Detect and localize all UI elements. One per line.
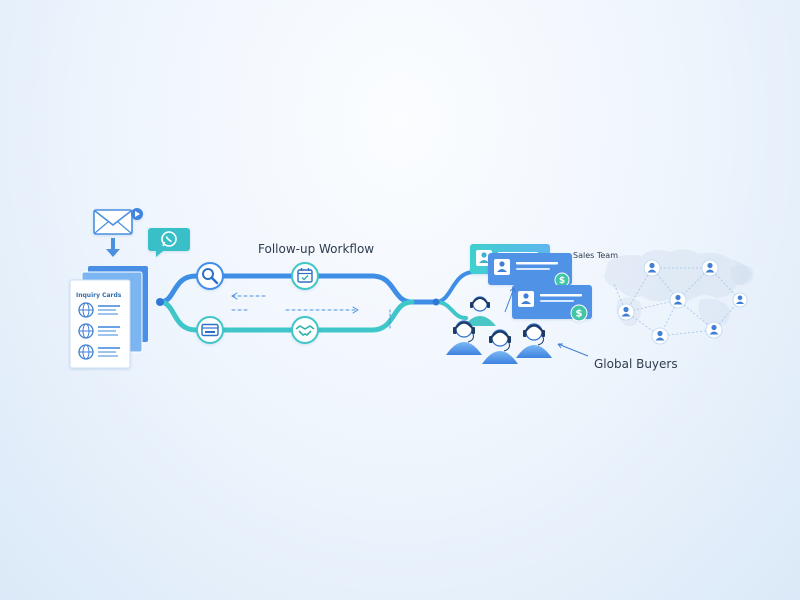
dollar-icon: $ (554, 272, 570, 288)
junction-dot (156, 298, 164, 306)
dollar-icon: $ (570, 304, 588, 322)
buyer-person-icon (701, 259, 719, 277)
global-buyers-label: Global Buyers (594, 357, 678, 371)
svg-text:$: $ (559, 276, 565, 286)
search-icon (196, 262, 224, 290)
headset-agent-icon (446, 320, 482, 355)
workflow-path-to-cards (434, 270, 482, 304)
sales-card: $ (488, 253, 572, 288)
buyer-person-icon (651, 327, 669, 345)
sales-card: $ (512, 285, 592, 322)
buyer-person-icon (732, 292, 748, 308)
workflow-path-to-team (434, 300, 468, 320)
inquiry-cards-stack (69, 266, 148, 369)
browser-window-icon (196, 316, 224, 344)
inquiry-card-row (78, 323, 120, 339)
team-to-cards-arrow (504, 287, 516, 313)
inquiry-card-row (78, 302, 120, 318)
headset-agent-icon (464, 296, 496, 326)
whatsapp-icon (148, 228, 190, 257)
sales-team-agents (446, 296, 552, 364)
handshake-icon (291, 316, 319, 344)
workflow-path-upper (157, 273, 439, 305)
headset-agent-icon (516, 323, 552, 358)
buyer-person-icon (705, 321, 723, 339)
calendar-check-icon (291, 262, 319, 290)
email-icon (93, 208, 143, 235)
workflow-title: Follow-up Workflow (258, 242, 375, 256)
buyer-person-icon (617, 303, 635, 321)
buyers-arrow (557, 343, 589, 357)
junction-dot (432, 298, 440, 306)
inquiry-cards-label: Inquiry Cards (76, 292, 122, 299)
svg-text:$: $ (576, 309, 583, 320)
sales-team-label: Sales Team (573, 251, 618, 260)
buyer-person-icon (669, 291, 687, 309)
down-arrow-icon (106, 238, 120, 257)
inquiry-card-row (78, 344, 120, 360)
workflow-path-lower (157, 299, 415, 333)
buyer-person-icon (643, 259, 661, 277)
headset-agent-icon (482, 329, 518, 364)
global-buyers-network (617, 259, 748, 345)
